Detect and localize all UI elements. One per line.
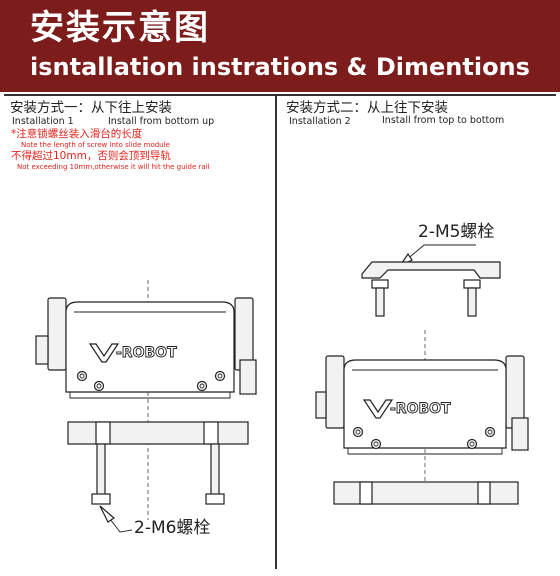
method1-label-en: Installation 1: [12, 116, 74, 127]
robot-logo-text: -ROBOT: [116, 345, 177, 361]
warning1-cn: *注意锁螺丝装入滑台的长度: [11, 128, 143, 140]
robot-logo-2: -ROBOT: [390, 401, 452, 418]
page-subtitle: isntallation instrations & Dimentions: [30, 53, 530, 81]
bolt-callout-m5: 2-M5螺栓: [418, 222, 495, 242]
warning2-en: Not exceeding 10mm,otherwise it will hit…: [17, 163, 210, 171]
bolt-callout-m6: 2-M6螺栓: [134, 518, 211, 538]
warning2-cn: 不得超过10mm，否则会顶到导轨: [11, 150, 171, 162]
header-banner: 安装示意图 isntallation instrations & Dimenti…: [0, 0, 560, 92]
robot-logo-1: -ROBOT: [116, 345, 178, 362]
method2-title: 安装方式二：从上往下安装: [286, 100, 448, 116]
robot-logo-text: -ROBOT: [390, 401, 451, 417]
method2-label-en: Installation 2: [289, 116, 351, 127]
page-title: 安装示意图: [30, 8, 210, 48]
method1-title: 安装方式一：从下往上安装: [10, 100, 172, 116]
panel-top-border: [4, 94, 556, 96]
panel-installation-1: [4, 94, 277, 569]
warning1-en: Note the length of screw into slide modu…: [21, 141, 170, 149]
method2-desc-en: Install from top to bottom: [382, 115, 505, 126]
method1-desc-en: Install from bottom up: [108, 116, 215, 127]
